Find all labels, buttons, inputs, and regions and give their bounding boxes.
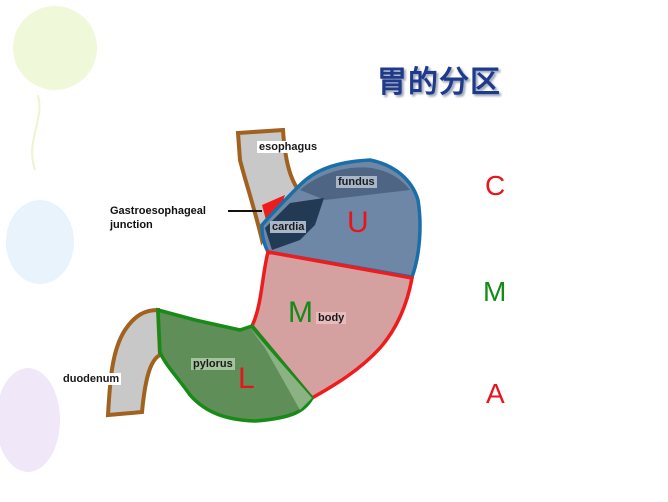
label-gastroesophageal-junction: Gastroesophageal junction <box>110 204 206 232</box>
junction-red <box>262 195 285 220</box>
label-esophagus: esophagus <box>257 141 320 153</box>
middle-region <box>249 249 415 401</box>
pyloric-canal <box>250 328 312 410</box>
region-letter-u: U <box>347 206 369 239</box>
side-label-c: C <box>485 170 506 201</box>
label-pylorus: pylorus <box>191 358 235 370</box>
slide-title: 胃的分区 <box>377 65 501 100</box>
label-duodenum: duodenum <box>61 373 122 385</box>
region-letter-l: L <box>238 362 255 395</box>
region-letter-m: M <box>288 296 313 329</box>
label-cardia: cardia <box>270 221 307 233</box>
label-junction-line2: junction <box>110 219 153 231</box>
side-label-m: M <box>483 276 507 307</box>
side-label-a: A <box>486 378 505 409</box>
balloon-blue <box>6 200 74 284</box>
balloon-string <box>31 94 41 171</box>
balloon-purple <box>0 368 60 472</box>
label-junction-line1: Gastroesophageal <box>110 205 206 217</box>
balloon-green <box>13 6 97 90</box>
lower-region <box>156 307 315 423</box>
label-fundus: fundus <box>336 176 377 188</box>
duodenum-tube <box>105 307 163 418</box>
label-body: body <box>316 312 347 324</box>
